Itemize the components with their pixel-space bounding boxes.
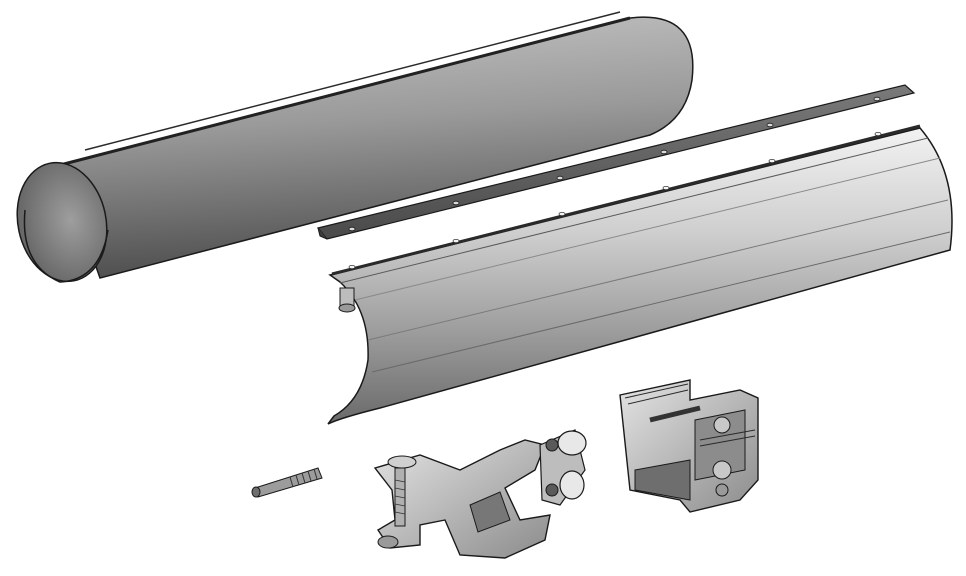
threaded-stud — [251, 467, 323, 498]
half-shell-profile — [327, 124, 953, 425]
u-clamp-bracket — [619, 379, 759, 513]
swing-arm-bracket — [373, 429, 587, 559]
cylindrical-cover — [16, 11, 694, 283]
flat-clamp-strip — [316, 84, 916, 240]
